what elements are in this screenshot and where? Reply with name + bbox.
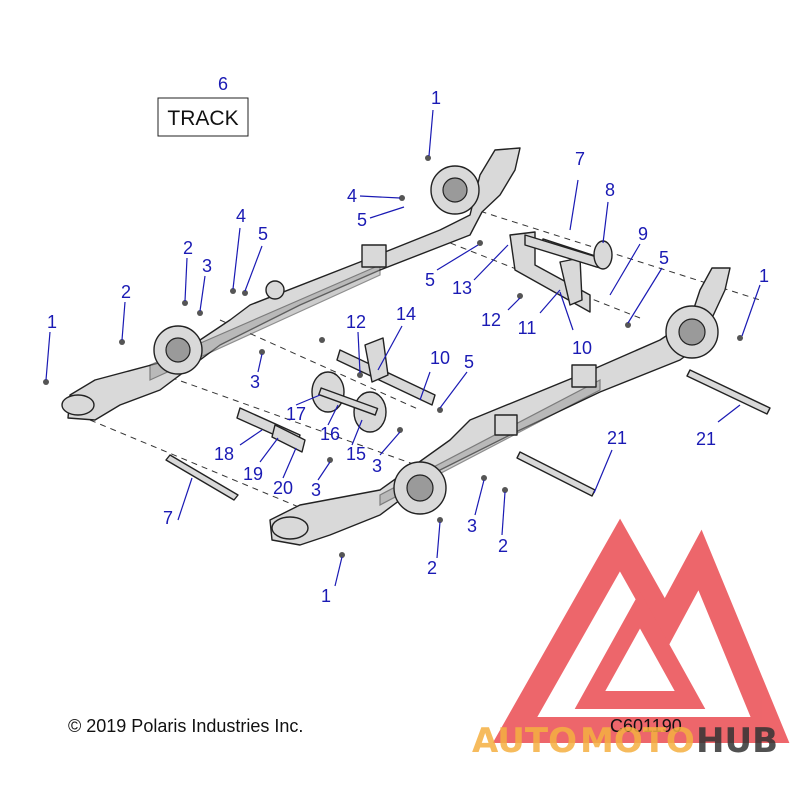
callout-10: 10 — [572, 338, 592, 358]
right-rail — [269, 267, 731, 546]
callout-5: 5 — [464, 352, 474, 372]
callout-2: 2 — [427, 558, 437, 578]
callout-5: 5 — [659, 248, 669, 268]
callout-12: 12 — [346, 312, 366, 332]
callout-3: 3 — [372, 456, 382, 476]
callout-7: 7 — [575, 149, 585, 169]
callout-17: 17 — [286, 404, 306, 424]
callout-4: 4 — [236, 206, 246, 226]
callout-2: 2 — [121, 282, 131, 302]
callout-20: 20 — [273, 478, 293, 498]
callout-1: 1 — [431, 88, 441, 108]
track-label-box: TRACK 6 — [157, 74, 249, 137]
callout-16: 16 — [320, 424, 340, 444]
callout-5: 5 — [357, 210, 367, 230]
callout-3: 3 — [311, 480, 321, 500]
figure-code: C601190 — [610, 716, 682, 736]
callout-8: 8 — [605, 180, 615, 200]
callout-15: 15 — [346, 444, 366, 464]
callout-14: 14 — [396, 304, 416, 324]
callout-2: 2 — [183, 238, 193, 258]
copyright-text: © 2019 Polaris Industries Inc. — [68, 716, 303, 736]
callout-3: 3 — [202, 256, 212, 276]
watermark-text-moto: MOTO — [580, 721, 695, 761]
callout-3: 3 — [250, 372, 260, 392]
callout-11: 11 — [518, 318, 537, 338]
callout-3: 3 — [467, 516, 477, 536]
watermark-text-hub: HUB — [696, 721, 778, 761]
track-label: TRACK — [167, 107, 238, 130]
callout-7: 7 — [163, 508, 173, 528]
callout-1: 1 — [759, 266, 769, 286]
callout-12: 12 — [481, 310, 501, 330]
watermark-logo — [492, 518, 790, 743]
callout-track: 6 — [218, 74, 228, 94]
callout-5: 5 — [258, 224, 268, 244]
left-rail — [61, 147, 521, 421]
callout-1: 1 — [321, 586, 331, 606]
leader-lines — [45, 109, 761, 587]
callout-13: 13 — [452, 278, 472, 298]
callout-19: 19 — [243, 464, 263, 484]
watermark-wordmark: AUTO MOTO HUB — [472, 721, 778, 761]
callout-21: 21 — [607, 428, 627, 448]
callouts: 1 1 1 1 2 2 2 2 3 3 3 3 3 4 4 5 5 5 5 5 … — [47, 88, 769, 606]
callout-18: 18 — [214, 444, 234, 464]
callout-4: 4 — [347, 186, 357, 206]
watermark-text-auto: AUTO — [472, 721, 577, 761]
callout-1: 1 — [47, 312, 57, 332]
callout-2: 2 — [498, 536, 508, 556]
callout-9: 9 — [638, 224, 648, 244]
cross-parts — [43, 155, 771, 558]
callout-10: 10 — [430, 348, 450, 368]
callout-21: 21 — [696, 429, 716, 449]
callout-5: 5 — [425, 270, 435, 290]
